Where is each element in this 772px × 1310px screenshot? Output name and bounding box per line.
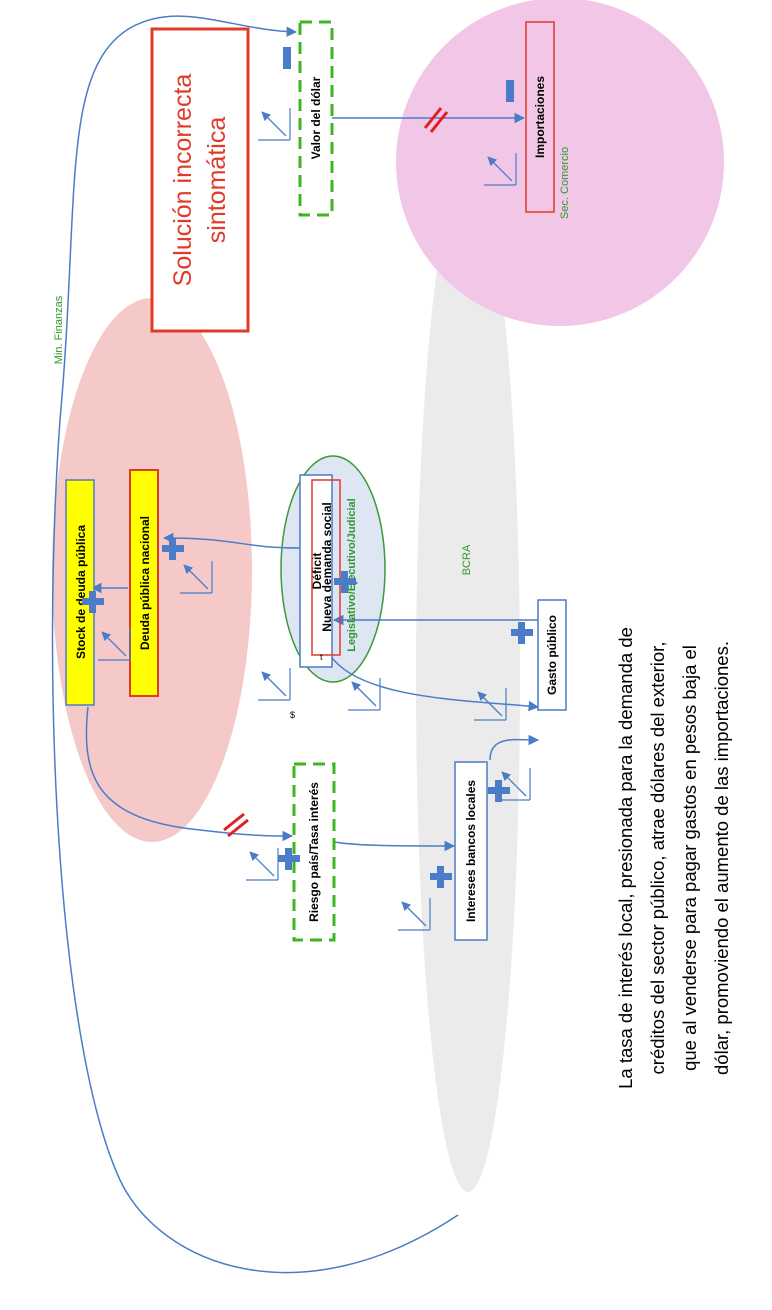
axis-label-x: t bbox=[320, 652, 323, 662]
arrow-stock-to-riesgo bbox=[85, 706, 294, 842]
delay-mark-riesgo bbox=[223, 812, 249, 838]
arrow-intereses-to-gasto bbox=[489, 734, 540, 761]
mini-graph-riesgo bbox=[246, 848, 278, 880]
plus-sign-riesgo bbox=[278, 848, 300, 870]
node-deficit-label: Déficit bbox=[310, 553, 324, 590]
callout-line1: Solución incorrecta bbox=[169, 74, 197, 287]
explanation-line-2: créditos del sector público, atrae dólar… bbox=[647, 642, 668, 1075]
explanation-line-4: dólar, promoviendo el aumento de las imp… bbox=[711, 641, 732, 1075]
node-nueva-demanda-label: Nueva demanda social bbox=[320, 502, 334, 631]
node-gasto-publico-label: Gasto público bbox=[545, 615, 559, 695]
node-valor-dolar[interactable]: Valor del dólar bbox=[298, 20, 334, 217]
delay-mark-importaciones bbox=[423, 107, 449, 133]
node-deuda-nacional[interactable]: Deuda pública nacional bbox=[129, 469, 159, 697]
node-stock-deuda-label: Stock de deuda pública bbox=[74, 525, 88, 659]
axis-label-y: $ bbox=[290, 710, 295, 720]
callout-box: Solución incorrecta sintomática bbox=[150, 27, 250, 333]
node-intereses-bancos-label: Intereses bancos locales bbox=[464, 780, 478, 922]
plus-sign-deficit-deuda bbox=[162, 538, 184, 560]
callout-line2: sintomática bbox=[203, 117, 231, 244]
mini-graph-nueva-demanda bbox=[258, 668, 290, 700]
sec-comercio-label: Sec. Comercio bbox=[559, 147, 571, 219]
node-intereses-bancos[interactable]: Intereses bancos locales bbox=[454, 761, 488, 941]
node-deficit[interactable]: Déficit bbox=[299, 474, 333, 668]
bcra-label: BCRA bbox=[461, 544, 473, 575]
min-finanzas-label: Min. Finanzas bbox=[53, 295, 65, 364]
mini-graph-dolar bbox=[258, 108, 290, 140]
node-stock-deuda[interactable]: Stock de deuda pública bbox=[65, 479, 95, 706]
plus-sign-gasto-deficit bbox=[334, 571, 356, 593]
poderes-label: Legislativo/Ejecutivo/Judicial bbox=[346, 498, 358, 651]
node-riesgo-pais[interactable]: Riesgo país/Tasa interés bbox=[292, 762, 336, 942]
node-importaciones[interactable]: Importaciones bbox=[525, 21, 555, 213]
node-deuda-nacional-label: Deuda pública nacional bbox=[138, 516, 152, 650]
node-gasto-publico[interactable]: Gasto público bbox=[537, 599, 567, 711]
plus-sign-gasto bbox=[511, 622, 533, 644]
node-riesgo-pais-label: Riesgo país/Tasa interés bbox=[307, 782, 321, 922]
arrow-riesgo-to-intereses bbox=[333, 840, 456, 852]
explanation-line-1: La tasa de interés local, presionada par… bbox=[615, 627, 636, 1089]
bcra-region bbox=[416, 168, 520, 1192]
node-importaciones-label: Importaciones bbox=[533, 76, 547, 158]
plus-sign-deuda-stock bbox=[82, 591, 104, 613]
minus-sign-importaciones bbox=[506, 80, 514, 102]
arrow-demanda-to-gasto bbox=[329, 654, 540, 712]
plus-sign-intereses-gasto bbox=[488, 780, 510, 802]
plus-sign-intereses bbox=[430, 866, 452, 888]
mini-graph-gasto-2 bbox=[348, 678, 380, 710]
explanation-line-3: que al venderse para pagar gastos en pes… bbox=[679, 645, 700, 1071]
node-valor-dolar-label: Valor del dólar bbox=[309, 76, 323, 159]
arrow-deficit-to-deuda bbox=[162, 532, 301, 549]
loop-intereses-to-dolar bbox=[51, 15, 459, 1274]
node-nueva-demanda[interactable]: Nueva demanda social Legislativo/Ejecuti… bbox=[311, 479, 358, 656]
explanation-text: La tasa de interés local, presionada par… bbox=[615, 627, 732, 1089]
minus-sign-dolar bbox=[283, 47, 291, 69]
sec-comercio-region bbox=[396, 0, 724, 326]
